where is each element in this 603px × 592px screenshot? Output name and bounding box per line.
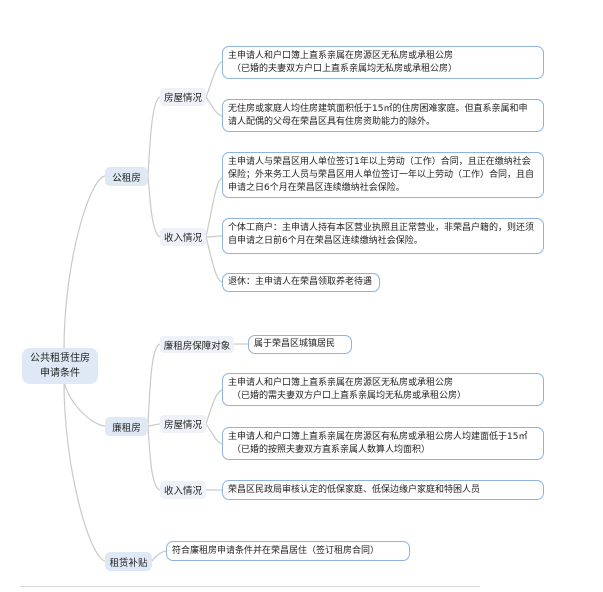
low-rent-housing-leaf-1[interactable]: 主申请人和户口簿上直系亲属在房源区无私房或承租公房 （已婚的需夫妻双方户口上直系… [222,373,544,406]
leaf-text-line: 申请之日6个月在荣昌区连续缴纳社会保险。 [228,183,405,193]
root-line1: 公共租赁住房 [30,353,90,364]
leaf-text-line: 主申请人和户口簿上直系亲属在房源区无私房或承租公房 [228,51,454,61]
leaf-text-line: 荣昌区民政局审核认定的低保家庭、低保边缘户家庭和特困人员 [228,485,481,495]
link-public-income [147,175,161,238]
leaf-text-line: 自申请之日前6个月在荣昌区连续缴纳社会保险。 [228,236,423,246]
low-rent-income-label: 收入情况 [163,486,202,497]
link-pub-housing-leaf2 [205,96,223,117]
low-rent-label: 廉租房 [112,422,141,434]
link-low-housing-leaf1 [205,389,223,425]
link-pub-income-leaf3 [205,236,223,283]
public-rental-label: 公租房 [112,172,141,184]
leaf-text-line: （已婚的夫妻双方户口上直系亲属均无私房或承租公房） [232,64,458,74]
rental-subsidy-leaf[interactable]: 符合廉租房申请条件并在荣昌居住（签订租房合同） [166,541,410,561]
low-rent-target-leaf[interactable]: 属于荣昌区城镇居民 [248,335,352,354]
low-rent-housing-leaf-2[interactable]: 主申请人和户口簿上直系亲属在房源区有私房或承租公房人均建面低于15㎡ （已婚的按… [222,427,544,460]
leaf-text-line: 保险；外来务工人员与荣昌区用人单位签订一年以上劳动（工作）合同，且自 [228,170,535,180]
public-housing-leaf-2[interactable]: 无住房或家庭人均住房建筑面积低于15㎡的住房困难家庭。但直系亲属和申 请人配偶的… [222,99,544,132]
public-rental-node[interactable]: 公租房 [105,167,148,186]
link-root-public-rental [63,175,106,351]
link-public-housing [147,96,161,177]
low-rent-target-node[interactable]: 廉租房保障对象 [160,336,234,353]
public-housing-leaf-1[interactable]: 主申请人和户口簿上直系亲属在房源区无私房或承租公房 （已婚的夫妻双方户口上直系亲… [222,46,544,79]
public-housing-label: 房屋情况 [163,93,202,104]
rental-subsidy-node[interactable]: 租赁补贴 [105,552,152,571]
low-rent-income-node[interactable]: 收入情况 [160,481,206,499]
link-root-subsidy [63,381,106,562]
leaf-text-line: （已婚的需夫妻双方户口上直系亲属均无私房或承租公房） [232,391,467,401]
public-income-leaf-2[interactable]: 个体工商户：主申请人持有本区营业执照且正常营业，非荣昌户籍的，则还须 自申请之日… [222,218,544,254]
link-low-target [147,343,161,427]
public-housing-node[interactable]: 房屋情况 [160,88,206,106]
leaf-text-line: （已婚的按照夫妻双方直系亲属人数算人均面积） [232,445,431,455]
root-node[interactable]: 公共租赁住房 申请条件 [22,348,98,384]
low-rent-housing-label: 房屋情况 [163,420,202,431]
link-pub-income-leaf1 [205,177,223,238]
leaf-text-line: 主申请人与荣昌区用人单位签订1年以上劳动（工作）合同，且正在缴纳社会 [228,157,531,167]
leaf-text-line: 退休：主申请人在荣昌领取养老待遇 [228,277,373,287]
link-root-low-rent [63,381,106,427]
leaf-text-line: 主申请人和户口簿上直系亲属在房源区有私房或承租公房人均建面低于15㎡ [228,432,528,442]
public-income-label: 收入情况 [163,233,202,244]
link-low-housing [147,423,161,427]
low-rent-income-leaf[interactable]: 荣昌区民政局审核认定的低保家庭、低保边缘户家庭和特困人员 [222,480,544,500]
low-rent-node[interactable]: 廉租房 [105,417,148,436]
leaf-text-line: 符合廉租房申请条件并在荣昌居住（签订租房合同） [172,546,380,556]
root-line2: 申请条件 [40,368,80,379]
leaf-text-line: 请人配偶的父母在荣昌区具有住房资助能力的除外。 [228,117,436,127]
link-low-income [147,425,161,491]
leaf-text-line: 个体工商户：主申请人持有本区营业执照且正常营业，非荣昌户籍的，则还须 [228,223,535,233]
rental-subsidy-label: 租赁补贴 [109,557,148,569]
leaf-text-line: 属于荣昌区城镇居民 [254,339,336,349]
link-pub-income-leaf2 [205,235,223,238]
leaf-text-line: 无住房或家庭人均住房建筑面积低于15㎡的住房困难家庭。但直系亲属和申 [228,104,528,114]
public-income-leaf-3[interactable]: 退休：主申请人在荣昌领取养老待遇 [222,273,380,292]
link-subsidy-leaf [151,550,167,562]
low-rent-target-label: 廉租房保障对象 [163,340,231,352]
low-rent-housing-node[interactable]: 房屋情况 [160,415,206,433]
bottom-divider [20,586,480,587]
link-low-housing-leaf2 [205,423,223,445]
link-pub-housing-leaf1 [205,61,223,98]
public-income-node[interactable]: 收入情况 [160,228,206,246]
leaf-text-line: 主申请人和户口簿上直系亲属在房源区无私房或承租公房 [228,378,454,388]
public-income-leaf-1[interactable]: 主申请人与荣昌区用人单位签订1年以上劳动（工作）合同，且正在缴纳社会 保险；外来… [222,152,544,198]
